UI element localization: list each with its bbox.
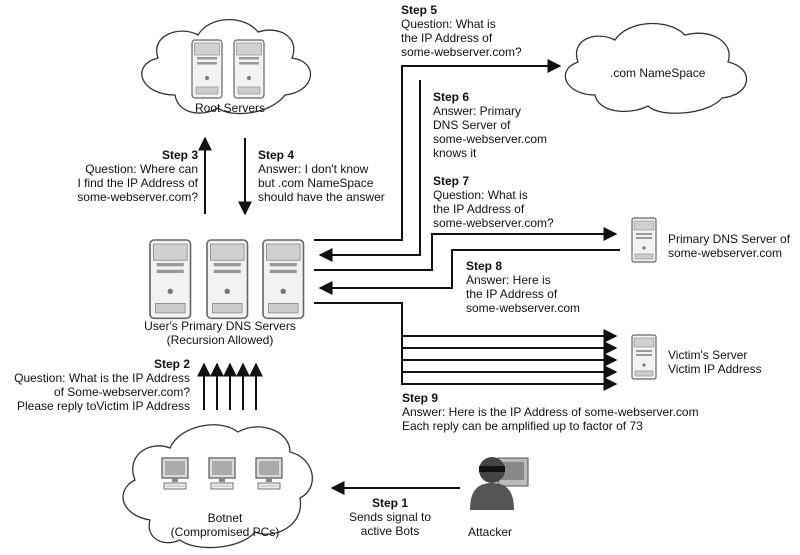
step-4-title: Step 4	[258, 148, 295, 162]
step-3-text: Question: Where can I find the IP Addres…	[77, 162, 198, 204]
step-9-text: Answer: Here is the IP Address of some-w…	[402, 405, 699, 433]
step-1-title: Step 1	[371, 496, 408, 510]
attacker-label: Attacker	[467, 525, 512, 539]
step-8-text: Answer: Here is the IP Address of some-w…	[466, 273, 581, 315]
victim-label: Victim's Server Victim IP Address	[668, 348, 762, 376]
step-9-title: Step 9	[402, 391, 439, 405]
step-2-title: Step 2	[153, 357, 190, 371]
step-5-text: Question: What is the IP Address of some…	[401, 17, 522, 59]
com-namespace-label: .com NameSpace	[610, 66, 706, 80]
users-dns-server-icon	[206, 239, 249, 320]
step-8-title: Step 8	[466, 259, 503, 273]
step-1-text: Sends signal to active Bots	[348, 510, 432, 538]
root-servers-label: Root Servers	[194, 101, 266, 115]
botnet-pc-icon	[255, 457, 283, 490]
users-dns-label: User's Primary DNS Servers (Recursion Al…	[144, 319, 296, 347]
step9-arrows	[314, 302, 618, 391]
victim-server-icon	[631, 334, 657, 380]
step2-arrows	[197, 362, 263, 410]
attacker-icon	[470, 457, 529, 510]
step-6-title: Step 6	[433, 90, 470, 104]
step-7-text: Question: What is the IP Address of some…	[433, 188, 554, 230]
step-6-text: Answer: Primary DNS Server of some-webse…	[433, 104, 548, 160]
step-3-title: Step 3	[161, 148, 198, 162]
primary-dns-server-icon	[631, 217, 657, 263]
botnet-pc-icon	[161, 457, 189, 490]
botnet-pc-icon	[208, 457, 236, 490]
step-2-text: Question: What is the IP Address of Some…	[14, 371, 190, 413]
primary-dns-label: Primary DNS Server of some-webserver.com	[668, 232, 791, 260]
root-server-icon	[191, 39, 223, 99]
step-5-title: Step 5	[401, 3, 438, 17]
step-7-title: Step 7	[433, 174, 470, 188]
step-4-text: Answer: I don't know but .com NameSpace …	[258, 162, 385, 204]
com-cloud-icon	[564, 22, 748, 114]
users-dns-server-icon	[262, 239, 305, 320]
root-cloud-icon	[141, 19, 311, 115]
users-dns-server-icon	[149, 239, 192, 320]
botnet-label: Botnet (Compromised PCs)	[170, 511, 280, 539]
root-server-icon	[233, 39, 265, 99]
